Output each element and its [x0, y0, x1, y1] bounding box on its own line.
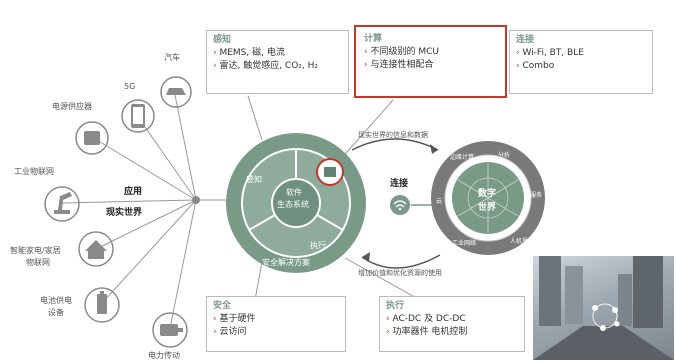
device-icons [44, 76, 192, 348]
connect-box: 连接 Wi-Fi, BT, BLE Combo [509, 30, 653, 94]
phone-icon [121, 99, 155, 133]
wheel-sense-label: 感知 [246, 175, 262, 184]
security-title: 安全 [213, 301, 232, 311]
house-icon [78, 231, 114, 267]
car-label: 汽车 [164, 53, 180, 62]
compute-title: 计算 [364, 34, 383, 44]
ring-label-analysis: 分析 [498, 152, 511, 159]
ring-label-hmi: 人机界面 [510, 238, 535, 245]
battery-label-1: 电池供电 [40, 296, 72, 305]
wheel-bottom-label: 安全解决方案 [262, 258, 310, 267]
motor-label: 电力传动 [148, 351, 180, 360]
application-label: 应用 [124, 187, 143, 197]
connect-title: 连接 [516, 35, 535, 45]
device-connector-lines [61, 94, 238, 329]
actuation-item: 功率器件 电机控制 [386, 326, 518, 339]
ecosystem-wheel [226, 133, 366, 273]
sensing-title: 感知 [213, 35, 232, 45]
sensing-item: 雷达, 触觉感应, CO₂, H₂ [213, 60, 342, 73]
power-supply-icon [75, 121, 109, 155]
robot-arm-icon [44, 186, 80, 222]
connect-item: Combo [516, 60, 646, 73]
wheel-center-line1: 软件 [286, 188, 302, 197]
sensing-box: 感知 MEMS, 磁, 电流 雷达, 触觉感应, CO₂, H₂ [206, 30, 349, 94]
battery-icon [84, 287, 120, 323]
real-world-label: 现实世界 [106, 208, 143, 218]
chip-icon [324, 167, 336, 177]
security-item: 基于硬件 [213, 313, 339, 326]
ring-label-edge: 边缘计算 [450, 154, 475, 161]
connect-item: Wi-Fi, BT, BLE [516, 47, 646, 60]
info-data-label: 现实世界的信息和数据 [358, 131, 428, 139]
motor-icon [152, 312, 188, 348]
compute-item: 不同级别的 MCU [364, 46, 497, 59]
battery-label-2: 设备 [48, 308, 64, 317]
security-item: 云访问 [213, 326, 339, 339]
digital-world-ring [431, 141, 545, 255]
ring-label-cloud: 云 [436, 198, 443, 205]
security-box: 安全 基于硬件 云访问 [206, 296, 346, 352]
ring-label-industrial: 工业网络 [452, 240, 477, 247]
actuation-title: 执行 [386, 301, 405, 311]
power-supply-label: 电源供应器 [52, 102, 92, 111]
smart-home-label-2: 物联网 [26, 258, 50, 267]
sensing-item: MEMS, 磁, 电流 [213, 47, 342, 60]
wifi-icon [390, 195, 410, 215]
compute-item: 与连接性相配合 [364, 59, 497, 72]
actuation-item: AC-DC 及 DC-DC [386, 313, 518, 326]
box-connector-lines [247, 95, 421, 301]
device-hub-dot [192, 196, 200, 204]
iiot-label: 工业物联网 [14, 167, 54, 176]
connect-hub-label: 连接 [390, 179, 409, 189]
digital-world-line2: 世界 [478, 203, 497, 213]
wheel-center-line2: 生态系统 [277, 200, 309, 209]
compute-box: 计算 不同级别的 MCU 与连接性相配合 [354, 25, 507, 98]
car-icon [160, 76, 192, 108]
digital-world-line1: 数字 [478, 189, 497, 199]
ring-label-service: 服务 [530, 192, 543, 199]
actuation-box: 执行 AC-DC 及 DC-DC 功率器件 电机控制 [379, 296, 525, 352]
city-photo [533, 256, 674, 360]
value-label: 增加价值和优化资源的使用 [358, 269, 442, 277]
smart-home-label-1: 智能家电/家居 [10, 246, 61, 255]
wheel-execute-label: 执行 [310, 241, 326, 250]
fiveg-label: 5G [124, 82, 136, 91]
